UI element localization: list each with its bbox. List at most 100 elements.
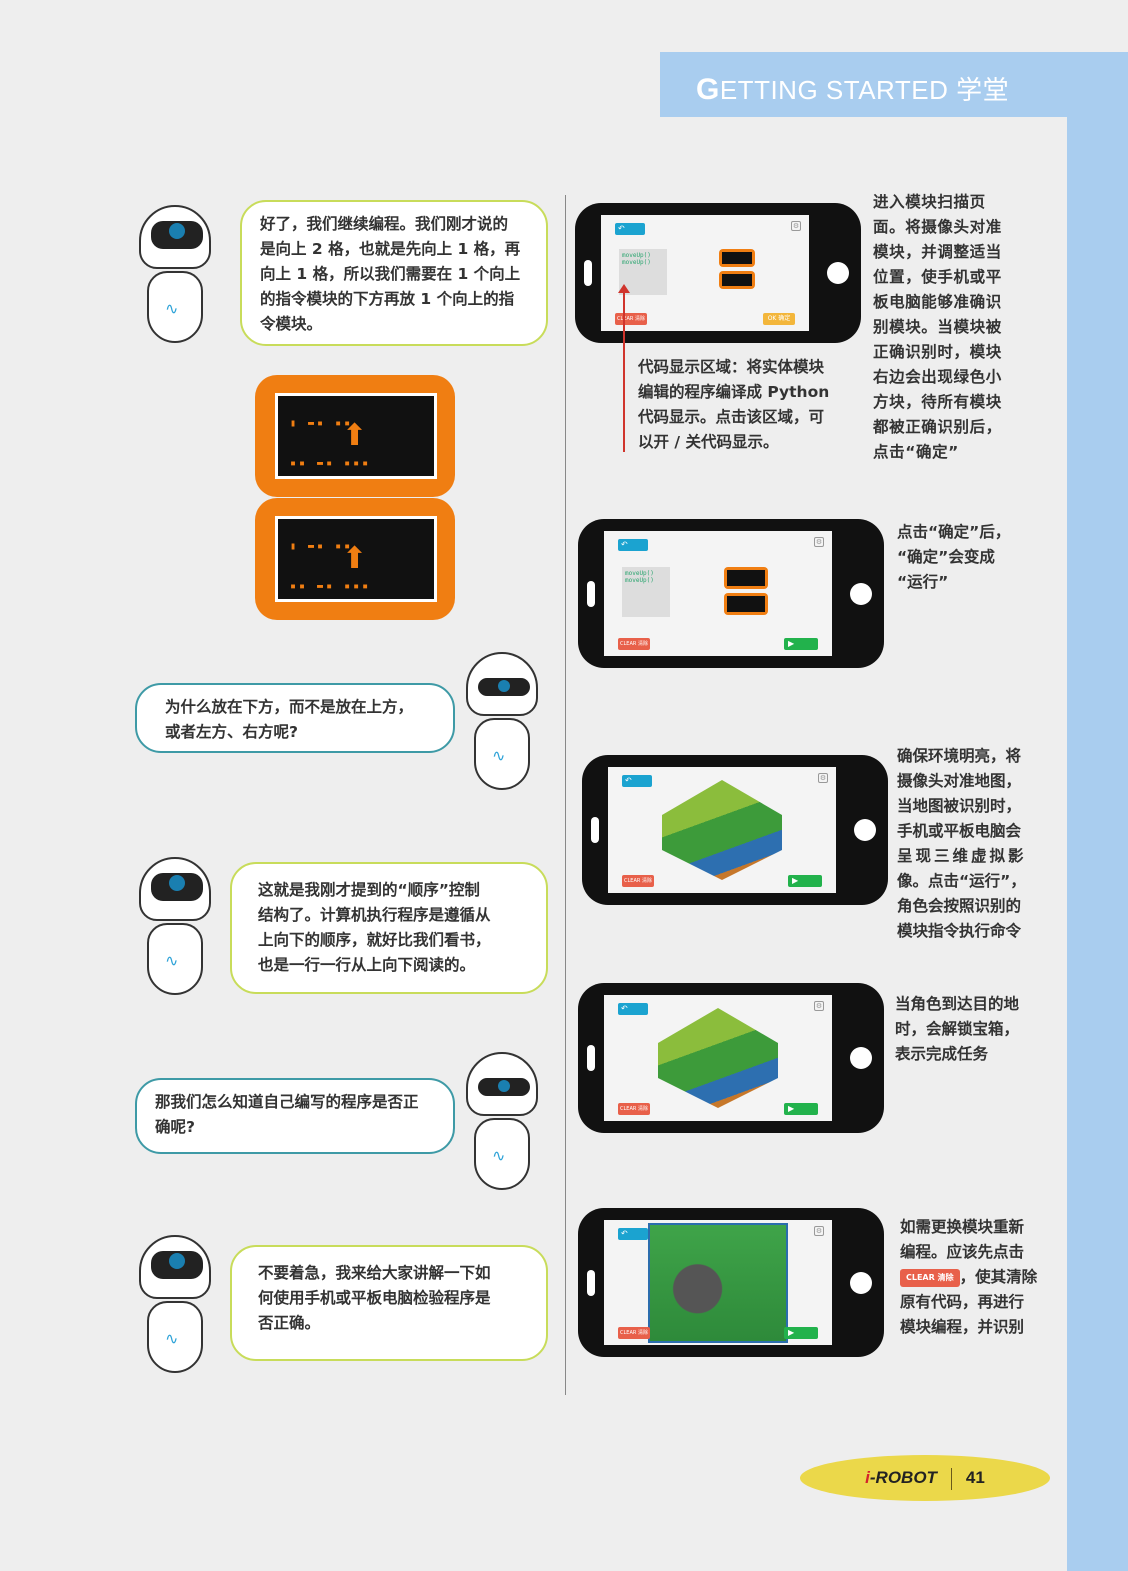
step-line: 右边会出现绿色小 xyxy=(873,368,1002,386)
step-text: 点击“确定”后， “确定”会变成 “运行” xyxy=(897,520,1010,595)
bubble-line: 不要着急，我来给大家讲解一下如 xyxy=(258,1264,491,1282)
step-line: 原有代码，再进行 xyxy=(900,1293,1025,1311)
move-up-block: ▮ ▬▪ ▪▪▪▪ ▬▪ ▪▪▪⬆ xyxy=(255,498,455,620)
gear-icon[interactable]: ⚙ xyxy=(814,1226,824,1236)
bubble-line: 也是一行一行从上向下阅读的。 xyxy=(258,956,476,974)
clear-button[interactable]: CLEAR 清除 xyxy=(622,875,654,887)
gear-icon[interactable]: ⚙ xyxy=(818,773,828,783)
speech-bubble-student: 那我们怎么知道自己编写的程序是否正确呢? xyxy=(135,1078,455,1154)
step-text: 当角色到达目的地时，会解锁宝箱，表示完成任务 xyxy=(895,992,1019,1067)
bubble-line: 为什么放在下方，而不是放在上方， xyxy=(165,698,414,716)
step-line: 呈现三维虚拟影 xyxy=(897,847,1027,865)
gear-icon[interactable]: ⚙ xyxy=(814,1001,824,1011)
clear-button[interactable]: CLEAR 清除 xyxy=(615,313,647,325)
3d-map-image xyxy=(662,780,782,880)
run-button[interactable]: ▶ xyxy=(788,875,822,887)
header-initial: G xyxy=(696,73,720,106)
home-button xyxy=(850,582,872,605)
home-button xyxy=(850,1047,872,1069)
step-line: 板电脑能够准确识 xyxy=(873,293,1002,311)
run-button[interactable]: ▶ xyxy=(784,1103,818,1115)
step-line: 摄像头对准地图， xyxy=(897,772,1022,790)
step-line: 像。点击“运行”， xyxy=(897,872,1026,890)
student-robot: ∿ xyxy=(462,652,542,792)
bubble-line: 结构了。计算机执行程序是遵循从 xyxy=(258,906,491,924)
phone-run-screen: ↶ ⚙ moveUp()moveUp() CLEAR 清除 ▶ xyxy=(578,519,884,668)
pointer-arrow xyxy=(618,284,630,452)
bubble-line: 是向上 2 格，也就是先向上 1 格，再 xyxy=(260,240,521,258)
brand-logo: -ROBOT xyxy=(869,1468,937,1487)
step-text: 进入模块扫描页面。将摄像头对准模块，并调整适当位置，使手机或平板电脑能够准确识别… xyxy=(873,190,1002,465)
step-line: 编程。应该先点击 xyxy=(900,1243,1025,1261)
speech-bubble-teacher: 不要着急，我来给大家讲解一下如何使用手机或平板电脑检验程序是否正确。 xyxy=(230,1245,548,1361)
brand-logo-i: i xyxy=(865,1468,870,1487)
ok-button[interactable]: OK 确定 xyxy=(763,313,795,325)
step-line: 表示完成任务 xyxy=(895,1045,989,1063)
code-area-annotation: 代码显示区域：将实体模块编辑的程序编译成 Python 代码显示。点击该区域，可以… xyxy=(638,355,829,455)
bubble-line: 何使用手机或平板电脑检验程序是 xyxy=(258,1289,491,1307)
move-up-block: ▮ ▬▪ ▪▪▪▪ ▬▪ ▪▪▪⬆ xyxy=(255,375,455,497)
run-button[interactable]: ▶ xyxy=(784,1327,818,1339)
step-line: 别模块。当模块被 xyxy=(873,318,1002,336)
back-button[interactable]: ↶ xyxy=(618,539,648,551)
section-header: GETTING STARTED 学堂 xyxy=(660,52,1128,117)
speech-bubble-teacher: 这就是我刚才提到的“顺序”控制结构了。计算机执行程序是遵循从上向下的顺序，就好比… xyxy=(230,862,548,994)
annotation-line: 以开 / 关代码显示。 xyxy=(638,433,779,451)
bubble-line: 那我们怎么知道自己编写的程序是否正 xyxy=(155,1093,419,1111)
clear-button[interactable]: CLEAR 清除 xyxy=(618,1327,650,1339)
bubble-line: 令模块。 xyxy=(260,315,323,333)
step-line: “确定”会变成 xyxy=(897,548,995,566)
step-line: “运行” xyxy=(897,573,949,591)
step-line: 手机或平板电脑会 xyxy=(897,822,1022,840)
step-text: 如需更换模块重新编程。应该先点击 CLEAR 清除，使其清除 原有代码，再进行模… xyxy=(900,1215,1037,1340)
code-area[interactable]: moveUp()moveUp() xyxy=(622,567,670,617)
clear-button[interactable]: CLEAR 清除 xyxy=(618,1103,650,1115)
annotation-line: 代码显示区域：将实体模块 xyxy=(638,358,825,376)
step-line: ，使其清除 xyxy=(959,1268,1038,1286)
bubble-line: 上向下的顺序，就好比我们看书， xyxy=(258,931,491,949)
run-button[interactable]: ▶ xyxy=(784,638,818,650)
column-divider xyxy=(565,195,566,1395)
home-button xyxy=(854,819,876,841)
teacher-robot: ∿ xyxy=(135,205,215,345)
bubble-line: 的指令模块的下方再放 1 个向上的指 xyxy=(260,290,515,308)
back-button[interactable]: ↶ xyxy=(615,223,645,235)
teacher-robot: ∿ xyxy=(135,1235,215,1375)
gear-icon[interactable]: ⚙ xyxy=(814,537,824,547)
phone-goal-screen: ↶ ⚙ CLEAR 清除 ▶ xyxy=(578,983,884,1133)
bubble-line: 向上 1 格，所以我们需要在 1 个向上 xyxy=(260,265,521,283)
phone-3d-map-screen: ↶ ⚙ CLEAR 清除 ▶ xyxy=(582,755,888,905)
step-line: 确保环境明亮，将 xyxy=(897,747,1022,765)
back-button[interactable]: ↶ xyxy=(618,1228,648,1240)
bubble-line: 或者左方、右方呢? xyxy=(165,723,298,741)
page-number: 41 xyxy=(965,1468,985,1487)
step-line: 位置，使手机或平 xyxy=(873,268,1002,286)
annotation-line: 代码显示。点击该区域，可 xyxy=(638,408,825,426)
annotation-line: 编辑的程序编译成 Python xyxy=(638,383,830,401)
back-button[interactable]: ↶ xyxy=(622,775,652,787)
home-button xyxy=(827,262,849,284)
step-line: 模块编程，并识别 xyxy=(900,1318,1025,1336)
phone-topdown-map-screen: ↶ ⚙ CLEAR 清除 ▶ xyxy=(578,1208,884,1357)
step-line: 方块，待所有模块 xyxy=(873,393,1002,411)
page-footer: i-ROBOT 41 xyxy=(800,1455,1050,1501)
gear-icon[interactable]: ⚙ xyxy=(791,221,801,231)
up-arrow-icon: ⬆ xyxy=(342,418,368,453)
back-button[interactable]: ↶ xyxy=(618,1003,648,1015)
step-line: 进入模块扫描页 xyxy=(873,193,986,211)
step-line: 点击“确定” xyxy=(873,443,959,461)
side-stripe xyxy=(1067,117,1128,1571)
speech-bubble-student: 为什么放在下方，而不是放在上方， 或者左方、右方呢? xyxy=(135,683,455,753)
bubble-line: 这就是我刚才提到的“顺序”控制 xyxy=(258,881,480,899)
code-line: moveUp() xyxy=(622,252,651,259)
bubble-line: 确呢? xyxy=(155,1118,195,1136)
bubble-line: 好了，我们继续编程。我们刚才说的 xyxy=(260,215,509,233)
clear-button-inline: CLEAR 清除 xyxy=(900,1268,960,1287)
step-line: 点击“确定”后， xyxy=(897,523,1011,541)
step-text: 确保环境明亮，将摄像头对准地图，当地图被识别时，手机或平板电脑会呈现三维虚拟影像… xyxy=(897,744,1027,944)
step-line: 都被正确识别后， xyxy=(873,418,1002,436)
clear-button[interactable]: CLEAR 清除 xyxy=(618,638,650,650)
step-line: 模块，并调整适当 xyxy=(873,243,1002,261)
step-line: 当角色到达目的地 xyxy=(895,995,1020,1013)
teacher-robot: ∿ xyxy=(135,857,215,997)
